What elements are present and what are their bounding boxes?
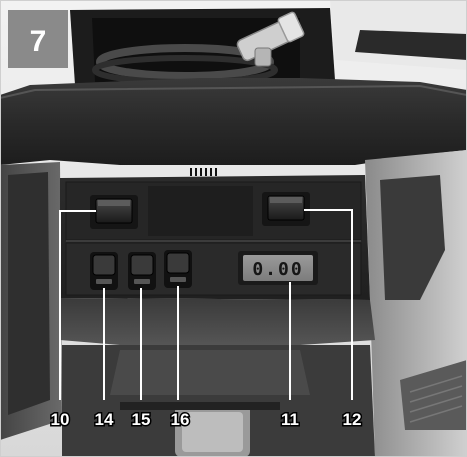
callout-leader-lines <box>59 209 353 400</box>
callout-16: 16 <box>171 410 190 429</box>
figure-number-badge: 7 <box>8 10 68 68</box>
pressure-display: 0.00 <box>238 251 318 285</box>
callout-10: 10 <box>51 410 70 429</box>
rocker-switch-12[interactable] <box>262 192 310 226</box>
callout-15: 15 <box>132 410 151 429</box>
hose-connector <box>236 11 305 67</box>
bottom-latch <box>120 402 280 457</box>
vent-slots <box>190 168 217 176</box>
callout-12: 12 <box>343 410 362 429</box>
mode-button-15[interactable] <box>128 252 156 290</box>
lower-housing <box>60 298 375 345</box>
display-reading: 0.00 <box>252 259 303 280</box>
figure-number: 7 <box>30 25 47 58</box>
front-bezel <box>0 78 467 165</box>
mode-button-14[interactable] <box>90 252 118 290</box>
callout-11: 11 <box>281 410 299 429</box>
callout-14: 14 <box>95 410 114 429</box>
rocker-switch-10[interactable] <box>90 195 138 229</box>
mode-button-16[interactable] <box>164 250 192 288</box>
